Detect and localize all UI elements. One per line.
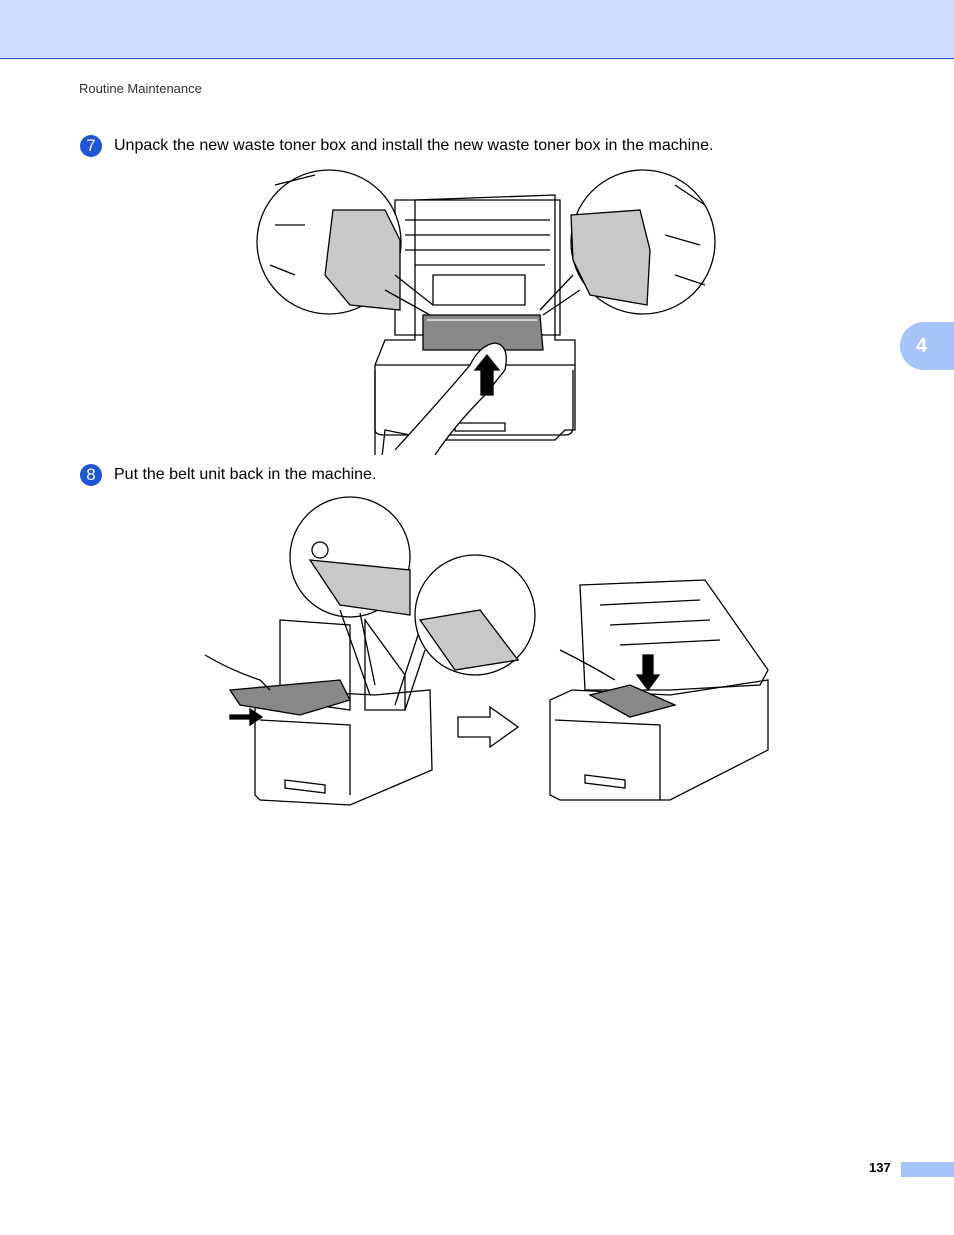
- footer-accent-bar: [901, 1162, 954, 1177]
- belt-unit-illustration: [204, 496, 769, 806]
- step-text: Unpack the new waste toner box and insta…: [114, 137, 714, 154]
- waste-toner-box-illustration: [256, 169, 716, 455]
- chapter-tab: 4: [900, 322, 954, 370]
- step-7: 7 Unpack the new waste toner box and ins…: [80, 135, 713, 157]
- step-8: 8 Put the belt unit back in the machine.: [80, 464, 376, 486]
- section-title: Routine Maintenance: [79, 81, 202, 96]
- step-number-badge: 7: [80, 135, 102, 157]
- page-header-band: [0, 0, 954, 59]
- step-text: Put the belt unit back in the machine.: [114, 466, 377, 483]
- step-number-badge: 8: [80, 464, 102, 486]
- page-number: 137: [869, 1160, 891, 1175]
